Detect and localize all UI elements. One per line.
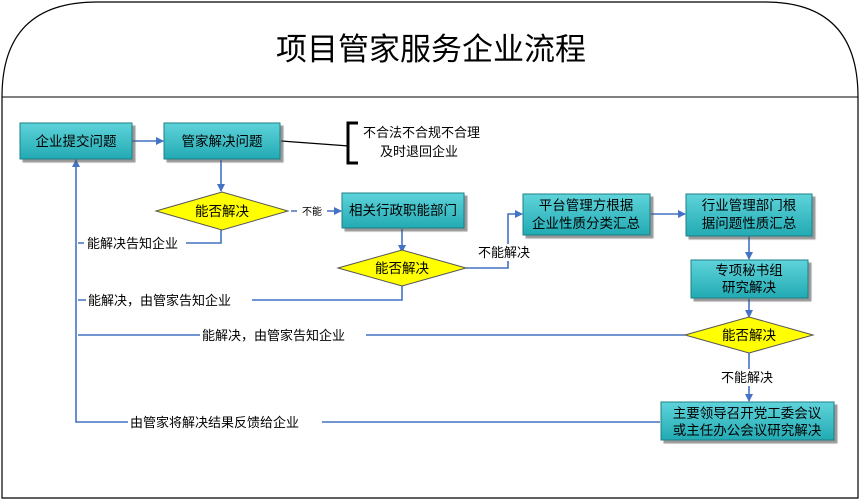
line-steward-to-note	[280, 140, 350, 147]
decision-1-label: 能否解决	[195, 204, 249, 220]
reject-note-line2: 及时退回企业	[380, 144, 458, 160]
edge-label-solved-via-steward-1: 能解决，由管家告知企业	[88, 293, 231, 309]
process-industry-line2: 据问题性质汇总	[702, 216, 797, 232]
process-special-line2: 研究解决	[722, 280, 776, 296]
decision-2-label: 能否解决	[375, 261, 429, 277]
arrow-decision2-to-platform	[466, 210, 523, 269]
process-related-dept: 相关行政职能部门	[341, 192, 465, 229]
edge-label-solved-via-steward-2: 能解决，由管家告知企业	[202, 328, 345, 344]
edge-label-feedback: 由管家将解决结果反馈给企业	[130, 415, 299, 431]
process-special-line1: 专项秘书组	[715, 263, 783, 279]
process-related-dept-label: 相关行政职能部门	[349, 203, 457, 219]
decision-1: 能否解决	[154, 191, 290, 231]
reject-note-bracket	[346, 121, 358, 165]
line-leader-feedback	[72, 159, 660, 423]
edge-label-cannot-solve-2: 不能解决	[721, 371, 773, 386]
decision-2: 能否解决	[336, 249, 468, 287]
edge-label-cannot: 不能	[302, 205, 322, 218]
edge-label-solved-notify: 能解决告知企业	[87, 236, 178, 252]
process-platform-line2: 企业性质分类汇总	[532, 215, 640, 232]
process-platform: 平台管理方根据 企业性质分类汇总	[522, 193, 651, 236]
process-leader-meeting: 主要领导召开党工委会议 或主任办公会议研究解决	[660, 401, 835, 441]
process-leader-line2: 或主任办公会议研究解决	[673, 423, 822, 439]
process-enterprise-submit: 企业提交问题	[19, 122, 133, 160]
reject-note-line1: 不合法不合规不合理	[363, 126, 480, 141]
decision-3: 能否解决	[683, 316, 815, 354]
process-industry: 行业管理部门根 据问题性质汇总	[685, 193, 813, 237]
process-special-secretariat: 专项秘书组 研究解决	[690, 259, 809, 299]
process-enterprise-submit-label: 企业提交问题	[36, 133, 117, 150]
process-industry-line1: 行业管理部门根	[702, 198, 797, 214]
process-steward-solve: 管家解决问题	[163, 122, 281, 160]
process-steward-solve-label: 管家解决问题	[182, 133, 263, 150]
process-platform-line1: 平台管理方根据	[539, 198, 634, 214]
process-leader-line1: 主要领导召开党工委会议	[673, 406, 822, 422]
decision-3-label: 能否解决	[722, 328, 776, 344]
edge-label-cannot-solve-1: 不能解决	[478, 246, 530, 261]
page-title: 项目管家服务企业流程	[276, 32, 586, 68]
